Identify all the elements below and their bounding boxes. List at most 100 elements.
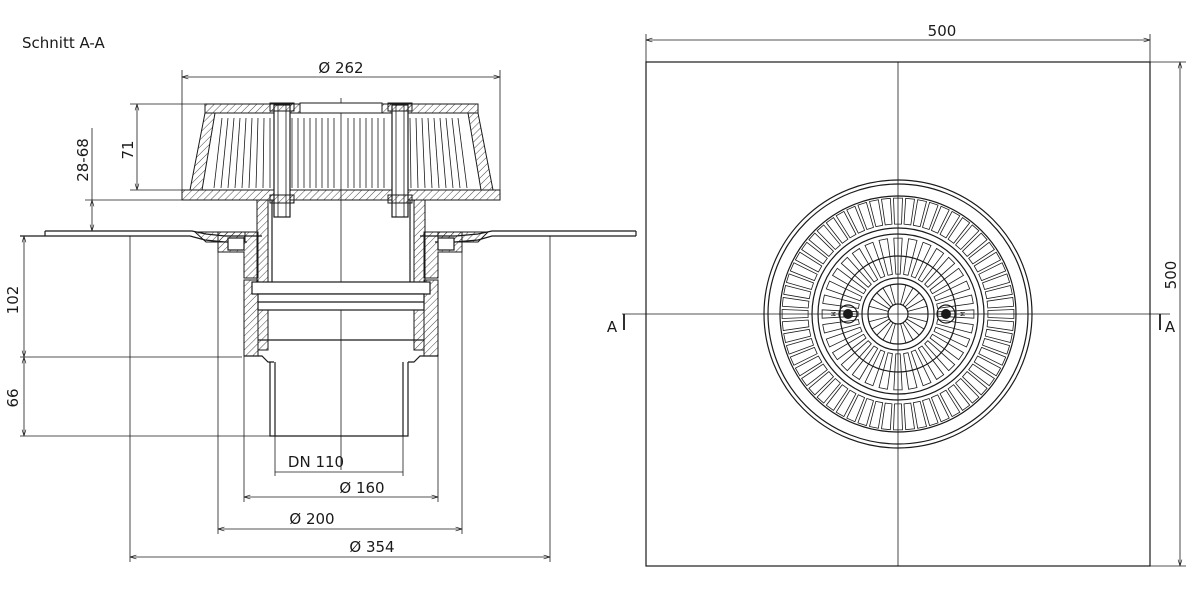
grate-slot <box>955 377 980 404</box>
grate-slot <box>794 251 823 273</box>
dim-dn110: DN 110 <box>274 436 404 476</box>
svg-text:A: A <box>1165 318 1176 336</box>
grate-spoke <box>889 284 896 305</box>
screw-left: M <box>829 304 858 324</box>
section-marker-left: A <box>607 314 625 336</box>
grate-spoke <box>868 316 889 323</box>
grate-slot <box>822 319 860 334</box>
grate-slot <box>821 309 859 319</box>
grate-slot <box>835 210 857 239</box>
grate-spoke <box>902 287 914 306</box>
grate-slot <box>973 251 1002 273</box>
grate-slot <box>986 297 1015 309</box>
grate-spoke <box>906 298 925 310</box>
grate-spoke <box>902 322 914 341</box>
dim-d262: Ø 262 <box>181 59 501 190</box>
grate-spoke <box>907 316 928 323</box>
grate-slot <box>986 319 1015 331</box>
grate-spoke <box>904 292 920 308</box>
dim-label-h66: 66 <box>4 388 22 407</box>
grate-slot <box>978 262 1007 282</box>
bolt-left <box>269 102 295 218</box>
outer-slots <box>781 197 1015 431</box>
grate-slot <box>794 355 823 377</box>
grate-slot <box>937 309 975 319</box>
dim-label-h500: 500 <box>1162 261 1180 290</box>
grate-slot <box>857 201 874 230</box>
grate-slot <box>912 400 927 429</box>
grate-slot <box>851 345 879 381</box>
plan-view: A A 500 500 <box>607 22 1186 567</box>
grate-slot <box>801 241 828 265</box>
grate-spoke <box>871 318 890 330</box>
dim-label-d200: Ø 200 <box>289 510 334 528</box>
bolt-right <box>387 102 413 218</box>
grate-slots <box>213 117 468 189</box>
grate-spoke <box>889 323 896 344</box>
inner-spokes <box>868 284 928 344</box>
grate-slot <box>822 294 860 309</box>
grate-slot <box>955 224 980 251</box>
section-view: Schnitt A-A <box>4 34 637 562</box>
dim-w500: 500 <box>645 22 1151 62</box>
svg-text:M: M <box>960 311 967 316</box>
grate-slot <box>881 402 893 431</box>
dim-label-h28-68: 28-68 <box>74 138 92 182</box>
gravel-guard <box>181 102 501 218</box>
grate-slot <box>857 398 874 427</box>
dim-h500: 500 <box>1150 61 1186 567</box>
grate-slot <box>917 247 945 283</box>
grate-slot <box>930 394 950 423</box>
grate-slot <box>783 285 812 300</box>
grate-slot <box>846 205 866 234</box>
grate-slot <box>783 328 812 343</box>
grate-slot <box>831 333 867 361</box>
grate-slot <box>781 309 809 319</box>
grate-slot <box>864 241 886 279</box>
grate-slot <box>930 205 950 234</box>
grate-slot <box>825 326 863 348</box>
grate-slot <box>785 273 814 290</box>
grate-slot <box>831 267 867 295</box>
roof-flange <box>44 230 637 243</box>
grate-slot <box>924 340 956 372</box>
grate-slot <box>984 285 1013 300</box>
svg-text:M: M <box>829 311 836 316</box>
grate-spoke <box>882 287 894 306</box>
grate-slot <box>936 294 974 309</box>
dim-h66: 66 <box>4 357 24 436</box>
grate-slot <box>929 333 965 361</box>
grate-slot <box>939 389 961 418</box>
grate-slot <box>936 319 974 334</box>
grate-spoke <box>906 318 925 330</box>
grate-slot <box>816 224 841 251</box>
grate-slot <box>840 256 872 288</box>
grate-slot <box>851 247 879 283</box>
grate-slot <box>968 363 995 387</box>
grate-slot <box>785 338 814 355</box>
dim-h102: 102 <box>4 236 24 357</box>
screw-right: M <box>936 304 967 324</box>
grate-slot <box>808 371 835 396</box>
grate-spoke <box>882 322 894 341</box>
grate-slot <box>947 384 971 411</box>
grate-slot <box>903 402 915 431</box>
grate-slot <box>961 232 988 257</box>
section-marker-right: A <box>1159 314 1176 336</box>
grate-slot <box>910 241 932 279</box>
grate-slot <box>878 238 893 276</box>
grate-slot <box>893 197 903 225</box>
svg-text:A: A <box>607 318 618 336</box>
grate-slot <box>961 371 988 396</box>
grate-slot <box>893 353 903 391</box>
grate-slot <box>846 394 866 423</box>
dim-d200: Ø 200 <box>217 252 463 534</box>
grate-slot <box>893 237 903 275</box>
grate-spoke <box>904 320 920 336</box>
grate-top-view <box>763 179 1033 449</box>
grate-slot <box>929 267 965 295</box>
mid-slots <box>821 237 975 391</box>
section-title: Schnitt A-A <box>22 34 105 52</box>
grate-slot <box>984 328 1013 343</box>
grate-slot <box>903 352 918 390</box>
